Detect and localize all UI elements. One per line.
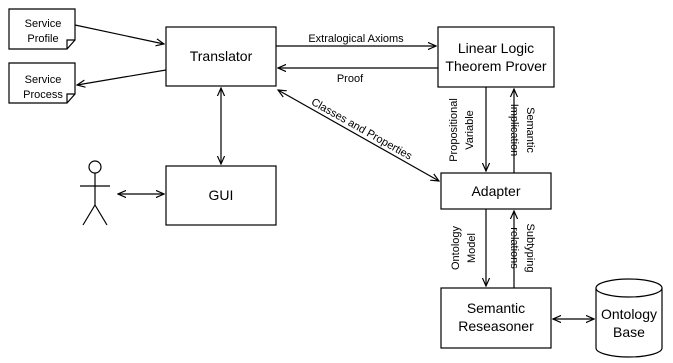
classes-and-properties-label: Classes and Properties — [309, 96, 414, 163]
service-profile-label-line1: Service — [25, 18, 62, 30]
adapter-label: Adapter — [471, 183, 520, 199]
semantic-reasoner-node: Semantic Reseasoner — [440, 287, 552, 349]
ontology-base-database: Ontology Base — [595, 278, 663, 358]
theorem-prover-node: Linear Logic Theorem Prover — [437, 26, 555, 88]
semantic-implication-label-line2: Implication — [508, 104, 520, 157]
service-profile-to-translator-arrow — [74, 24, 164, 44]
stick-figure-icon — [80, 160, 110, 226]
ontology-base-label-line1: Ontology — [601, 306, 657, 322]
gui-node: GUI — [165, 165, 277, 226]
propositional-variable-label-line1: Propositional — [448, 98, 460, 162]
semantic-reasoner-label-line2: Reseasoner — [458, 318, 534, 334]
extralogical-axioms-label: Extralogical Axioms — [308, 33, 404, 45]
ontology-model-label-line1: Ontology — [450, 225, 462, 270]
translator-label: Translator — [190, 48, 253, 64]
service-process-document: Service Process — [8, 62, 76, 104]
subtyping-relations-label-line1: Subtyping — [524, 224, 536, 273]
adapter-node: Adapter — [440, 172, 552, 210]
service-profile-document: Service Profile — [8, 8, 76, 50]
gui-label: GUI — [209, 187, 234, 203]
service-process-label-line1: Service — [25, 74, 62, 86]
ontology-base-label-line2: Base — [613, 324, 645, 340]
translator-to-service-process-arrow — [77, 69, 167, 85]
classes-and-properties-arrow — [278, 90, 439, 181]
semantic-implication-label-line1: Semantic — [524, 107, 536, 153]
subtyping-relations-label-line2: relations — [508, 227, 520, 269]
theorem-prover-label-line2: Theorem Prover — [445, 58, 546, 74]
cylinder-icon — [595, 278, 663, 358]
propositional-variable-label-line2: Variable — [464, 110, 476, 150]
proof-label: Proof — [337, 73, 364, 85]
theorem-prover-label-line1: Linear Logic — [458, 40, 534, 56]
semantic-reasoner-label-line1: Semantic — [467, 300, 525, 316]
service-process-label-line2: Process — [23, 89, 63, 101]
translator-node: Translator — [165, 26, 277, 87]
ontology-model-label-line2: Model — [466, 233, 478, 263]
service-profile-label-line2: Profile — [27, 33, 58, 45]
